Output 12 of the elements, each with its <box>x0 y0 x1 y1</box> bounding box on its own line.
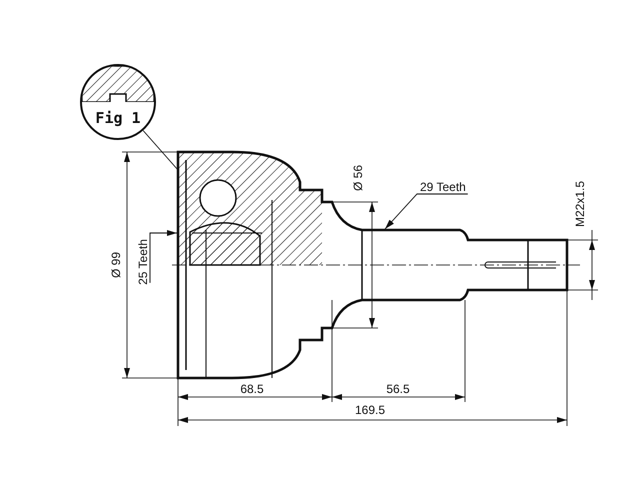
leader-line <box>150 230 178 284</box>
leader-line <box>142 130 178 170</box>
leader-line <box>384 194 468 230</box>
callout-label: 29 Teeth <box>420 181 466 193</box>
dimension-label: Ø 99 <box>110 252 122 278</box>
callout-label: 25 Teeth <box>137 239 149 285</box>
callout-label: Fig 1 <box>95 109 141 127</box>
dimension-label: 68.5 <box>240 383 264 395</box>
dimension-label: 169.5 <box>354 404 386 416</box>
dimension-label: Ø 56 <box>352 165 364 191</box>
dimension-label: M22x1.5 <box>574 180 586 228</box>
dimension-label: 56.5 <box>386 383 410 395</box>
